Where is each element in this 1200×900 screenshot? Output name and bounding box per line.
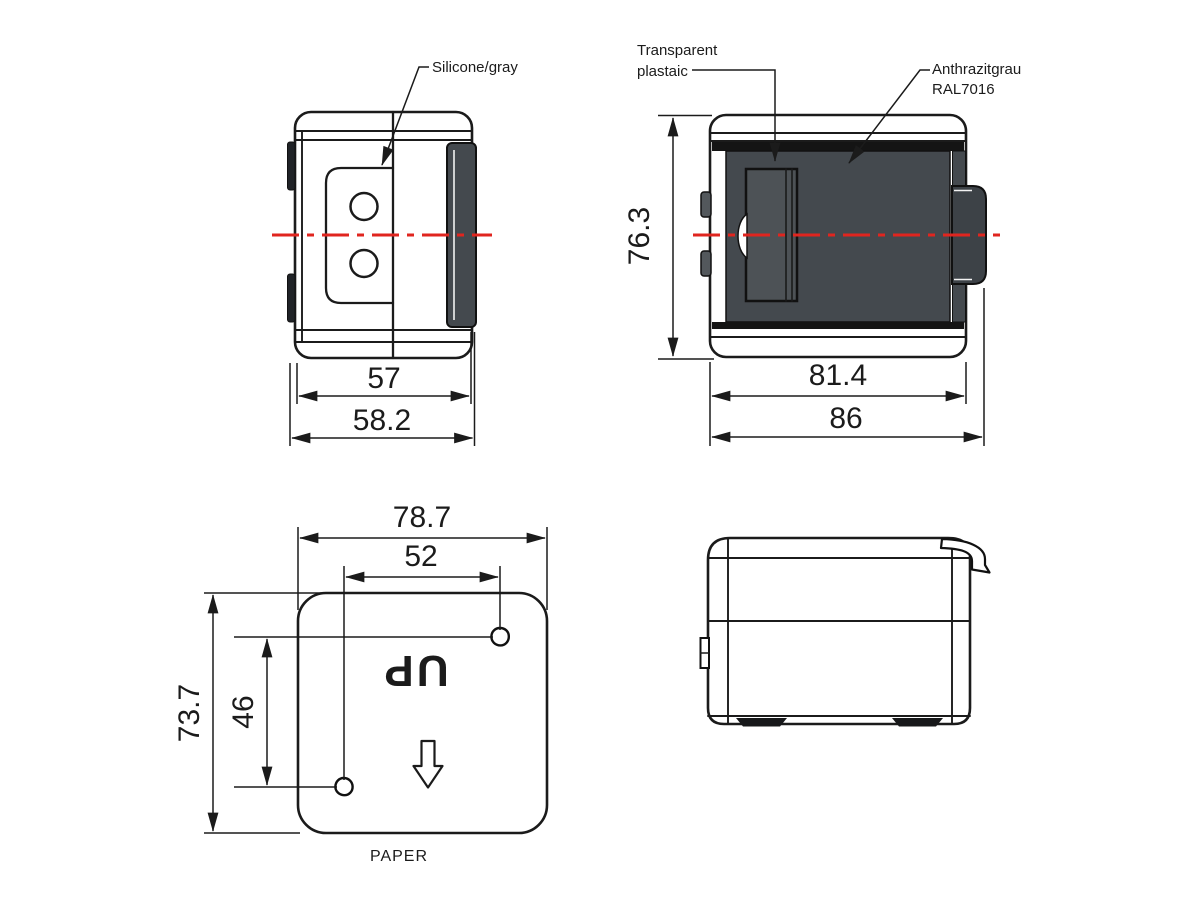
transparent-leader-line	[692, 69, 781, 162]
silicone-leader-line	[381, 66, 429, 166]
transparent-label-line1: Transparent	[637, 42, 718, 59]
front-dim-58-2: 58.2	[353, 404, 411, 437]
front-body-bands	[294, 130, 473, 343]
back-dim-81-4: 81.4	[809, 359, 867, 392]
front-left-tab-bottom	[287, 273, 296, 323]
front-dim-57: 57	[367, 362, 400, 395]
back-left-tab-bottom	[700, 250, 712, 277]
template-hole-upper-right	[490, 626, 511, 647]
back-dim-86: 86	[829, 402, 862, 435]
down-arrow-icon	[412, 739, 444, 789]
side-body-lines	[707, 557, 971, 717]
back-width-extension-lines	[709, 288, 985, 446]
template-hole-x-extension-lines	[343, 566, 501, 780]
anthracite-leader-line	[848, 69, 930, 164]
template-hole-lower-left	[334, 776, 354, 797]
anthracite-label-line2: RAL7016	[932, 81, 995, 98]
back-dim-76-3: 76.3	[623, 207, 656, 265]
side-foot-left	[736, 718, 787, 727]
side-foot-right	[892, 718, 943, 727]
back-view: 76.3 81.4 86 Transparent plastaic Anthra…	[623, 42, 1021, 446]
silicone-label: Silicone/gray	[432, 59, 518, 76]
window-crescent-cutout	[737, 212, 748, 260]
template-dim-46: 46	[227, 695, 260, 728]
front-hole-bottom	[349, 248, 379, 279]
side-view	[699, 536, 991, 727]
template-hole-y-extension-lines	[234, 636, 493, 788]
back-left-tab-top	[700, 191, 712, 218]
back-height-extension-lines	[658, 114, 714, 360]
template-dim-78-7: 78.7	[393, 501, 451, 534]
mounting-template-view: UP PAPER 78.7 52 46 73.7	[173, 501, 549, 865]
front-extension-lines	[289, 332, 476, 446]
paper-caption: PAPER	[370, 848, 428, 865]
side-body-outline	[706, 536, 972, 726]
back-bottom-strip	[712, 322, 964, 329]
template-width-extension-lines	[297, 527, 548, 610]
up-marking-rotated: UP	[381, 646, 448, 695]
template-dim-73-7: 73.7	[173, 684, 206, 742]
template-plate-outline	[296, 591, 549, 835]
front-view: 57 58.2 Silicone/gray	[272, 59, 518, 446]
transparent-label-line2: plastaic	[637, 63, 688, 80]
anthracite-label-line1: Anthrazitgrau	[932, 61, 1021, 78]
back-body-bands	[709, 132, 967, 338]
back-top-strip	[712, 142, 964, 151]
transparent-window-edge-lines	[785, 168, 793, 302]
latch-notch-lines	[954, 189, 972, 281]
front-hole-top	[349, 191, 379, 222]
template-dim-52: 52	[404, 540, 437, 573]
side-wall-hook	[939, 537, 991, 574]
front-left-tab-top	[287, 141, 296, 191]
template-height-extension-lines	[204, 592, 345, 834]
side-edge-lines	[727, 538, 953, 724]
